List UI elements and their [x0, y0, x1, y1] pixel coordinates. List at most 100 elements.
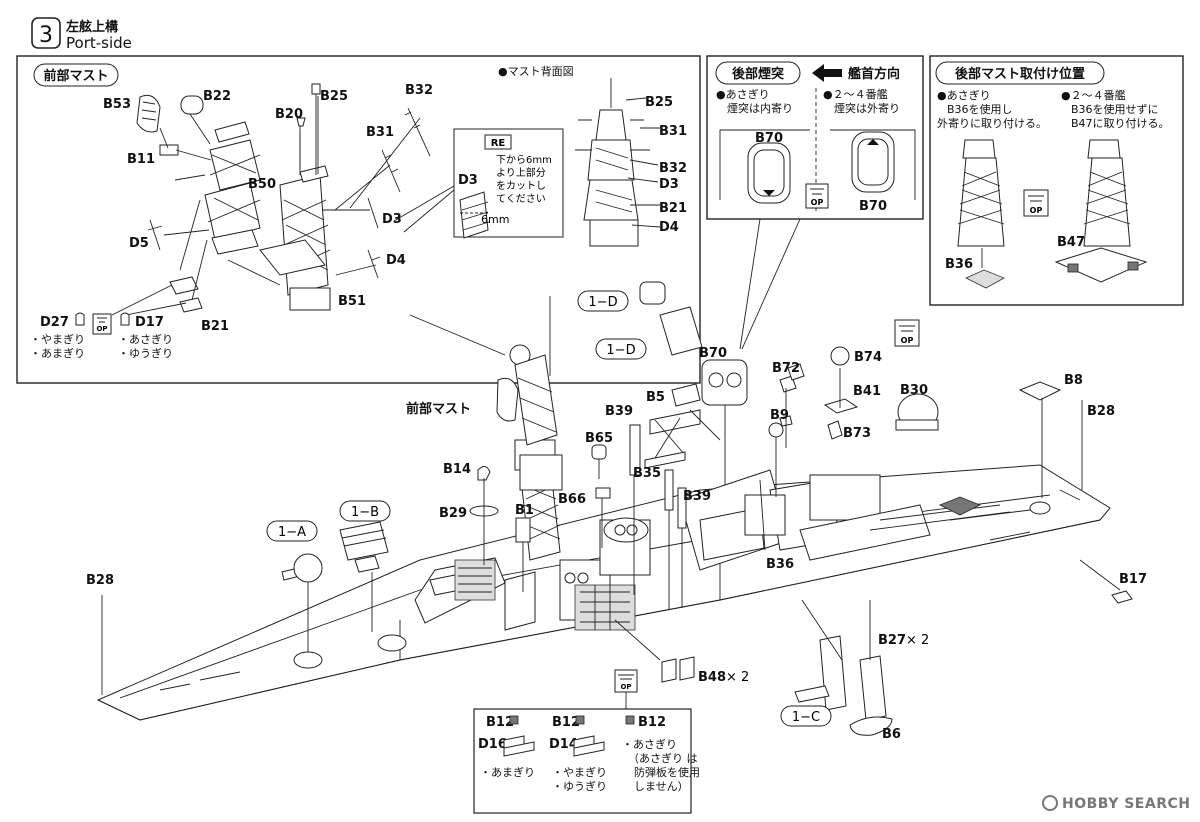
main-fore-mast-label: 前部マスト — [406, 401, 471, 417]
callout-1a-label: 1−A — [278, 525, 306, 540]
rear-mast-panel: 後部マスト取付け位置 ●あさぎり B36を使用し 外寄りに取り付ける。 ●２～４… — [929, 55, 1184, 306]
b12-col1-label: B12 — [486, 715, 514, 730]
main-part-b74: B74 — [854, 350, 882, 365]
rear-note-right-3: B47に取り付ける。 — [1071, 117, 1170, 130]
part-label-d3: D3 — [382, 212, 402, 227]
fore-mast-panel: 前部マスト ●マスト背面図 — [16, 55, 701, 384]
op-badge-ship-lower-label: OP — [620, 683, 631, 691]
main-part-b6: B6 — [882, 727, 901, 742]
re-measure: 6mm — [481, 213, 509, 226]
b12-col3-name-3: 防弾板を使用 — [634, 765, 700, 779]
main-part-b72: B72 — [772, 361, 800, 376]
b27-label: B27 × 2 — [878, 633, 929, 648]
rear-note-left-2: B36を使用し — [947, 103, 1013, 116]
op-badge — [92, 313, 112, 335]
d17-name-2: ・ゆうぎり — [118, 346, 173, 360]
re-line-3: をカットし — [496, 180, 546, 192]
rear-label-d3: D3 — [659, 177, 679, 192]
part-label-b21: B21 — [201, 319, 229, 334]
b12-col2-part: D14 — [549, 737, 578, 752]
funnel-part-b70-left: B70 — [755, 131, 783, 146]
funnel-note-left-2: 煙突は内寄り — [727, 101, 793, 115]
fore-mast-drawing — [111, 83, 431, 316]
main-part-b48-qty: × 2 — [726, 670, 749, 685]
callout-1c: 1−C — [780, 705, 832, 727]
callout-1c-label: 1−C — [792, 710, 820, 725]
watermark-logo-icon — [1042, 795, 1058, 811]
main-part-b65: B65 — [585, 431, 613, 446]
rear-mast-panel-title-box — [935, 61, 1105, 85]
callout-1b: 1−B — [339, 500, 391, 522]
part-label-b50: B50 — [248, 177, 276, 192]
rear-label-b25: B25 — [645, 95, 673, 110]
main-part-b39-upper: B39 — [605, 404, 633, 419]
main-part-b30: B30 — [900, 383, 928, 398]
d17-name-1: ・あさぎり — [118, 332, 173, 346]
rear-note-left-1: ●あさぎり — [937, 88, 991, 102]
fore-mast-panel-title-box — [33, 63, 119, 87]
main-part-b14: B14 — [443, 462, 471, 477]
re-part-d3: D3 — [458, 173, 478, 188]
rear-label-b31: B31 — [659, 124, 687, 139]
funnel-panel: 後部煙突 艦首方向 ●あさぎり 煙突は内寄り ●２～４番艦 煙突は外寄り B70… — [706, 55, 924, 350]
funnel-note-right-1: ●２～４番艦 — [823, 87, 888, 101]
d27-name-2: ・あまぎり — [30, 346, 85, 360]
main-part-b27: B27 — [878, 633, 906, 648]
rear-op-label: OP — [1030, 206, 1043, 215]
main-part-b41: B41 — [853, 384, 881, 399]
main-part-b35: B35 — [633, 466, 661, 481]
re-badge — [484, 134, 512, 150]
op-badge-ship-upper-label: OP — [901, 336, 914, 345]
main-part-b28-right: B28 — [1087, 404, 1115, 419]
part-label-b25: B25 — [320, 89, 348, 104]
op-badge-label: OP — [96, 325, 107, 333]
callout-1d-upper: 1−D — [577, 290, 629, 312]
main-part-b39-lower: B39 — [683, 489, 711, 504]
funnel-note-left-1: ●あさぎり — [716, 87, 770, 101]
b12-col3-label: B12 — [638, 715, 666, 730]
b12-col3-name-1: ・あさぎり — [622, 737, 677, 751]
part-label-b32: B32 — [405, 83, 433, 98]
callout-1b-label: 1−B — [351, 505, 379, 520]
op-badge-ship-lower: OP — [614, 669, 638, 693]
hobby-search-watermark: HOBBY SEARCH — [1042, 795, 1190, 812]
re-badge-label: RE — [491, 138, 506, 149]
main-part-b8: B8 — [1064, 373, 1083, 388]
rear-note-right-2: B36を使用せずに — [1071, 103, 1159, 116]
d27-name-1: ・やまぎり — [30, 332, 85, 346]
funnel-part-b70-right: B70 — [859, 199, 887, 214]
ship-drawing — [96, 281, 1133, 736]
b12-col2-name-1: ・やまぎり — [552, 765, 607, 779]
b12-col1-name-1: ・あまぎり — [480, 765, 535, 779]
rear-note-right-1: ●２～４番艦 — [1061, 88, 1126, 102]
callout-1d-lower: 1−D — [595, 338, 647, 360]
re-line-4: てください — [496, 193, 546, 205]
d27-d17-option: D27 OP D17 ・やまぎり ・あまぎり ・あさぎり ・ゆうぎり — [30, 312, 173, 360]
rear-mast-panel-title: 後部マスト取付け位置 — [955, 66, 1085, 82]
part-label-b31: B31 — [366, 125, 394, 140]
step-number: 3 — [39, 23, 53, 48]
rear-label-b32: B32 — [659, 161, 687, 176]
main-part-b48: B48 — [698, 670, 726, 685]
step-title-en: Port-side — [66, 34, 132, 52]
part-label-d5: D5 — [129, 236, 149, 251]
main-part-b66: B66 — [558, 492, 586, 507]
part-label-d27: D27 — [40, 315, 69, 330]
part-label-b53: B53 — [103, 97, 131, 112]
rear-part-b36: B36 — [945, 257, 973, 272]
funnel-op-label: OP — [811, 198, 824, 207]
main-part-b36: B36 — [766, 557, 794, 572]
funnel-panel-title-box — [715, 61, 801, 85]
main-part-b5: B5 — [646, 390, 665, 405]
main-part-b17: B17 — [1119, 572, 1147, 587]
bow-direction-label: 艦首方向 — [848, 66, 900, 82]
funnel-panel-title: 後部煙突 — [732, 66, 784, 82]
callout-1d-lower-label: 1−D — [606, 343, 635, 358]
b12-col2-name-2: ・ゆうぎり — [552, 779, 607, 793]
rear-part-b47: B47 — [1057, 235, 1085, 250]
op-badge-ship-upper: OP — [894, 319, 920, 347]
part-label-d4: D4 — [386, 253, 406, 268]
b12-col3-name-2: （あさぎり は — [628, 751, 698, 765]
re-line-2: より上部分 — [496, 166, 546, 179]
